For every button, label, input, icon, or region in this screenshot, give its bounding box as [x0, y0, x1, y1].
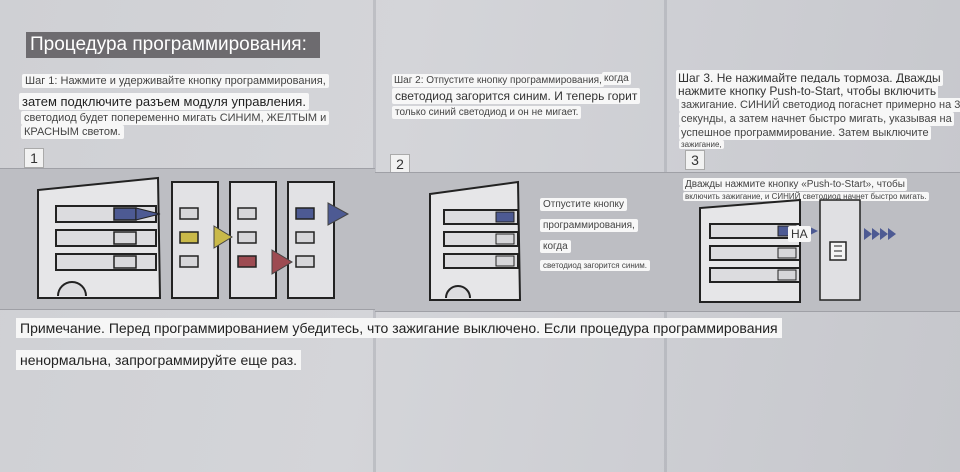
led-yellow	[179, 231, 199, 244]
blue-arrow	[135, 207, 161, 221]
step3-on-label: НА	[788, 226, 811, 242]
led-off	[495, 255, 515, 267]
step3-number: 3	[685, 150, 705, 170]
step2-callout-3: когда	[540, 240, 571, 253]
step1-line1: Шаг 1: Нажмите и удерживайте кнопку прог…	[22, 74, 329, 88]
step2-callout-4: светодиод загорится синим.	[540, 260, 650, 271]
note-line1: Примечание. Перед программированием убед…	[16, 318, 782, 338]
led-off	[237, 207, 257, 220]
step1-line2: затем подключите разъем модуля управлени…	[19, 93, 309, 110]
led-off	[777, 247, 797, 259]
led-blue	[295, 207, 315, 220]
module-arch	[57, 281, 87, 297]
blue-arrow	[810, 227, 818, 235]
led-off	[295, 231, 315, 244]
step2-callout-2: программирования,	[540, 219, 638, 232]
red-arrow	[271, 249, 293, 275]
step2-line1a: Шаг 2: Отпустите кнопку программирования…	[392, 74, 604, 87]
step3-line5: успешное программирование. Затем выключи…	[679, 126, 931, 140]
step1-line3: светодиод будет попеременно мигать СИНИМ…	[21, 111, 330, 125]
connector-row	[55, 253, 157, 271]
led-off	[179, 255, 199, 268]
start-button-lines	[834, 245, 842, 257]
led-off	[295, 255, 315, 268]
led-off	[113, 231, 137, 245]
step3-line1: Шаг 3. Не нажимайте педаль тормоза. Дваж…	[676, 70, 943, 86]
step2-diagram	[429, 180, 522, 301]
yellow-arrow	[213, 225, 233, 249]
led-blue	[113, 207, 137, 221]
step2-line3: только синий светодиод и он не мигает.	[392, 106, 582, 119]
led-off	[495, 233, 515, 245]
step1-number: 1	[24, 148, 44, 168]
step1-line4: КРАСНЫМ светом.	[21, 125, 124, 139]
blinking-led-icon	[864, 228, 896, 240]
step2-line1b: когда	[602, 72, 631, 85]
step3-line6: зажигание,	[679, 140, 724, 149]
led-red	[237, 255, 257, 268]
led-blue	[495, 211, 515, 223]
step3-callout-2: включить зажигание, и СИНИЙ светодиод на…	[683, 192, 929, 201]
led-off	[237, 231, 257, 244]
module-arch	[445, 285, 471, 299]
step1-diagram	[37, 176, 350, 299]
led-off	[179, 207, 199, 220]
led-off	[113, 255, 137, 269]
blue-arrow	[327, 202, 350, 226]
led-off	[777, 269, 797, 281]
step3-line4: секунды, а затем начнет быстро мигать, у…	[679, 112, 954, 126]
step3-callout-1: Дважды нажмите кнопку «Push-to-Start», ч…	[683, 178, 907, 191]
step2-number: 2	[390, 154, 410, 174]
connector-row	[55, 229, 157, 247]
step2-line2: светодиод загорится синим. И теперь гори…	[392, 88, 641, 104]
step2-callout-1: Отпустите кнопку	[540, 198, 627, 211]
page-title: Процедура программирования:	[26, 32, 320, 58]
note-line2: ненормальна, запрограммируйте еще раз.	[16, 350, 302, 370]
step3-diagram	[699, 198, 896, 303]
step3-line3: зажигание. СИНИЙ светодиод погаснет прим…	[679, 98, 960, 112]
step3-line2: нажмите кнопку Push-to-Start, чтобы вклю…	[676, 83, 939, 99]
